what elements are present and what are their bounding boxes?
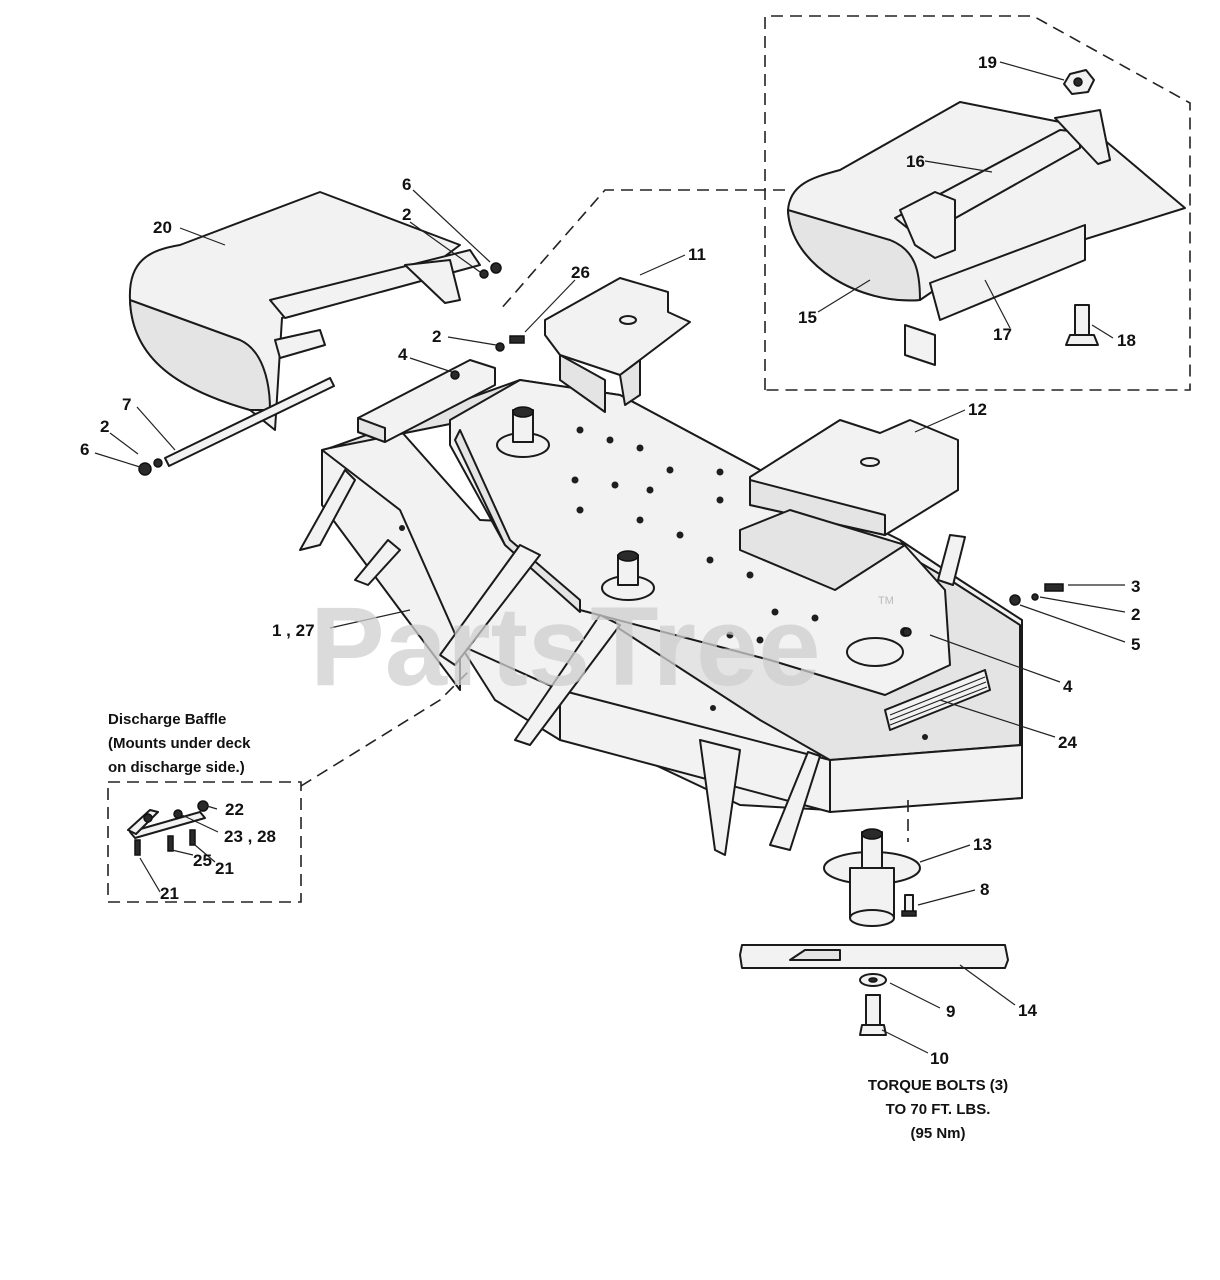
callout-8: 8 — [980, 880, 989, 899]
callout-4-left: 4 — [398, 345, 408, 364]
callout-13: 13 — [973, 835, 992, 854]
discharge-chute-cover-20 — [128, 191, 481, 431]
callout-21-left: 21 — [160, 884, 179, 903]
callout-22: 22 — [225, 800, 244, 819]
rod-part-7 — [164, 377, 335, 467]
inset-bracket-16 — [894, 109, 1111, 259]
bolt-part-10 — [859, 994, 887, 1036]
hardware-nuts-washers — [138, 262, 1064, 637]
callout-14: 14 — [1018, 1001, 1037, 1020]
callout-9: 9 — [946, 1002, 955, 1021]
mower-deck — [299, 379, 1023, 856]
inset-nut-19 — [1063, 69, 1095, 95]
callout-21-right: 21 — [215, 859, 234, 878]
deck-spindle-left — [496, 406, 550, 458]
inset-box-outline — [499, 15, 1191, 391]
callout-2-left: 2 — [100, 417, 109, 436]
watermark-trademark: TM — [878, 595, 894, 607]
callout-19: 19 — [978, 53, 997, 72]
baffle-note-line1: Discharge Baffle — [108, 711, 226, 728]
spindle-assembly-13 — [823, 828, 921, 927]
callout-labels: 20 6 2 26 2 4 11 7 2 6 1 , 27 12 3 2 5 4… — [80, 53, 1140, 1068]
callout-12: 12 — [968, 400, 987, 419]
discharge-grate — [884, 669, 991, 731]
callout-2-mid: 2 — [432, 327, 441, 346]
callout-25: 25 — [193, 851, 212, 870]
leader-lines — [94, 61, 1126, 1054]
callout-11: 11 — [688, 245, 706, 264]
callout-5: 5 — [1131, 635, 1140, 654]
discharge-baffle-note: Discharge Baffle (Mounts under deck on d… — [108, 711, 251, 776]
callout-2-right: 2 — [1131, 605, 1140, 624]
bracket-part-4 — [357, 359, 496, 443]
callout-23-28: 23 , 28 — [224, 827, 276, 846]
inset-bolt-18 — [1065, 304, 1099, 346]
callout-6-left: 6 — [80, 440, 89, 459]
torque-note-line3: (95 Nm) — [910, 1125, 965, 1142]
callout-1-27: 1 , 27 — [272, 621, 315, 640]
baffle-inset-box — [107, 669, 471, 903]
torque-note-line2: TO 70 FT. LBS. — [886, 1101, 991, 1118]
callout-15: 15 — [798, 308, 817, 327]
inset-cover-15 — [787, 101, 1186, 366]
callout-18: 18 — [1117, 331, 1136, 350]
callout-26: 26 — [571, 263, 590, 282]
callout-4-right: 4 — [1063, 677, 1073, 696]
callout-24: 24 — [1058, 733, 1077, 752]
callout-20: 20 — [153, 218, 172, 237]
shield-part-11 — [544, 277, 691, 413]
callout-6-top: 6 — [402, 175, 411, 194]
torque-note: TORQUE BOLTS (3) TO 70 FT. LBS. (95 Nm) — [868, 1077, 1008, 1142]
callout-10: 10 — [930, 1049, 949, 1068]
shield-part-12 — [739, 419, 959, 591]
baffle-note-line3: on discharge side.) — [108, 759, 245, 776]
deck-spindle-hole-right — [846, 637, 904, 667]
torque-note-line1: TORQUE BOLTS (3) — [868, 1077, 1008, 1094]
callout-3: 3 — [1131, 577, 1140, 596]
callout-17: 17 — [993, 325, 1012, 344]
callout-2-top: 2 — [402, 205, 411, 224]
callout-16: 16 — [906, 152, 925, 171]
blade-part-14 — [739, 944, 1009, 969]
deck-spindle-center — [601, 550, 655, 601]
callout-7: 7 — [122, 395, 131, 414]
baffle-note-line2: (Mounts under deck — [108, 735, 251, 752]
watermark-text: PartsTree — [310, 584, 821, 709]
washer-part-9 — [859, 973, 887, 987]
screw-part-8 — [901, 894, 917, 917]
